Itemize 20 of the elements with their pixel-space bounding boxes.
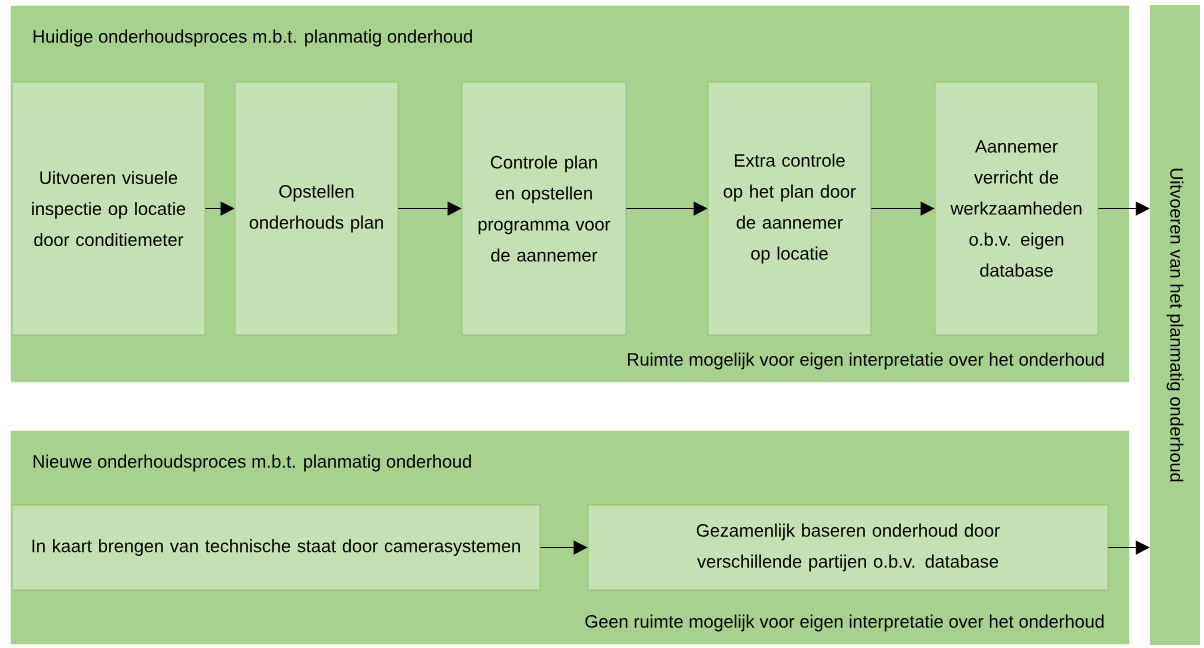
process-band — [1150, 5, 1200, 645]
arrow — [625, 201, 707, 216]
process-box: Aannemer verricht de werkzaamheden o.b.v. eigen database — [934, 81, 1099, 336]
band-heading: Nieuwe onderhoudsproces m.b.t. planmatig onderhoud — [33, 454, 471, 472]
arrow — [870, 201, 934, 216]
arrow — [1107, 540, 1150, 555]
band-note: Geen ruimte mogelijk voor eigen interpretatie over het onderhoud — [585, 614, 1104, 632]
band-heading: Huidige onderhoudsproces m.b.t. planmatig onderhoud — [33, 29, 472, 47]
process-box: Extra controle op het plan door de aannemer op locatie — [707, 81, 872, 336]
arrow — [397, 201, 461, 216]
band-note: Ruimte mogelijk voor eigen interpretatie over het onderhoud — [628, 352, 1104, 370]
band-label: Uitvoeren van het planmatig onderhoud — [1166, 168, 1184, 482]
process-box: Gezamenlijk baseren onderhoud door verschillende partijen o.b.v. database — [587, 504, 1109, 591]
process-box: Uitvoeren visuele inspectie op locatie door conditiemeter — [11, 81, 206, 336]
arrow — [1097, 201, 1150, 216]
process-box: Controle plan en opstellen programma voor de aannemer — [461, 81, 627, 336]
arrow — [539, 540, 587, 555]
process-box: Opstellen onderhouds plan — [234, 81, 399, 336]
process-box: In kaart brengen van technische staat door camerasystemen — [11, 504, 541, 591]
arrow — [204, 201, 234, 216]
